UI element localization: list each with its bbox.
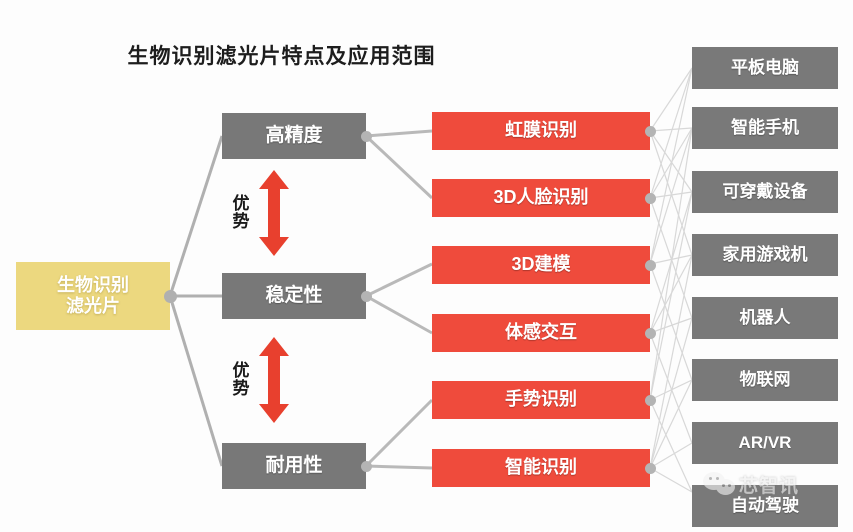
feature-connector-dot-1 [361, 291, 372, 302]
function-node-3[interactable]: 体感交互 [432, 314, 650, 352]
double-arrow-vertical-icon [259, 337, 289, 423]
application-label-1: 智能手机 [731, 117, 799, 137]
root-node-biometric-filter[interactable]: 生物识别 滤光片 [16, 262, 170, 330]
function-connector-dot-1 [645, 193, 656, 204]
application-node-0[interactable]: 平板电脑 [692, 47, 838, 89]
root-node-label: 生物识别 滤光片 [57, 274, 129, 316]
application-label-7: 自动驾驶 [731, 495, 799, 515]
function-label-1: 3D人脸识别 [493, 187, 589, 208]
function-node-1[interactable]: 3D人脸识别 [432, 179, 650, 217]
function-node-5[interactable]: 智能识别 [432, 449, 650, 487]
double-arrow-vertical-icon [259, 170, 289, 256]
function-node-2[interactable]: 3D建模 [432, 246, 650, 284]
function-connector-dot-3 [645, 328, 656, 339]
root-connector-dot [164, 290, 177, 303]
function-connector-dot-0 [645, 126, 656, 137]
feature-label-2: 耐用性 [265, 454, 323, 476]
advantage-label-1: 优 势 [232, 361, 250, 398]
function-label-0: 虹膜识别 [505, 120, 577, 141]
application-node-2[interactable]: 可穿戴设备 [692, 171, 838, 213]
function-connector-dot-2 [645, 260, 656, 271]
application-label-2: 可穿戴设备 [722, 181, 808, 201]
page-title: 生物识别滤光片特点及应用范围 [0, 40, 853, 70]
application-label-0: 平板电脑 [731, 57, 799, 77]
advantage-label-0: 优 势 [232, 194, 250, 231]
feature-label-1: 稳定性 [265, 284, 323, 306]
application-label-3: 家用游戏机 [722, 244, 808, 264]
function-label-5: 智能识别 [505, 457, 577, 478]
application-node-3[interactable]: 家用游戏机 [692, 234, 838, 276]
feature-connector-dot-0 [361, 131, 372, 142]
function-node-0[interactable]: 虹膜识别 [432, 112, 650, 150]
application-label-4: 机器人 [739, 307, 791, 327]
page-title-text: 生物识别滤光片特点及应用范围 [127, 45, 436, 68]
application-node-7[interactable]: 自动驾驶 [692, 485, 838, 527]
application-label-6: AR/VR [738, 432, 792, 452]
function-label-4: 手势识别 [505, 389, 577, 410]
function-node-4[interactable]: 手势识别 [432, 381, 650, 419]
advantage-group-1: 优 势 [230, 337, 289, 423]
function-label-2: 3D建模 [511, 254, 571, 275]
application-label-5: 物联网 [739, 369, 791, 389]
feature-node-0[interactable]: 高精度 [222, 113, 366, 159]
feature-node-1[interactable]: 稳定性 [222, 273, 366, 319]
function-connector-dot-5 [645, 463, 656, 474]
application-node-6[interactable]: AR/VR [692, 422, 838, 464]
application-node-5[interactable]: 物联网 [692, 359, 838, 401]
function-connector-dot-4 [645, 395, 656, 406]
application-node-1[interactable]: 智能手机 [692, 107, 838, 149]
function-label-3: 体感交互 [505, 322, 577, 343]
feature-connector-dot-2 [361, 461, 372, 472]
feature-label-0: 高精度 [265, 124, 323, 146]
advantage-group-0: 优 势 [230, 170, 289, 256]
application-node-4[interactable]: 机器人 [692, 297, 838, 339]
feature-node-2[interactable]: 耐用性 [222, 443, 366, 489]
